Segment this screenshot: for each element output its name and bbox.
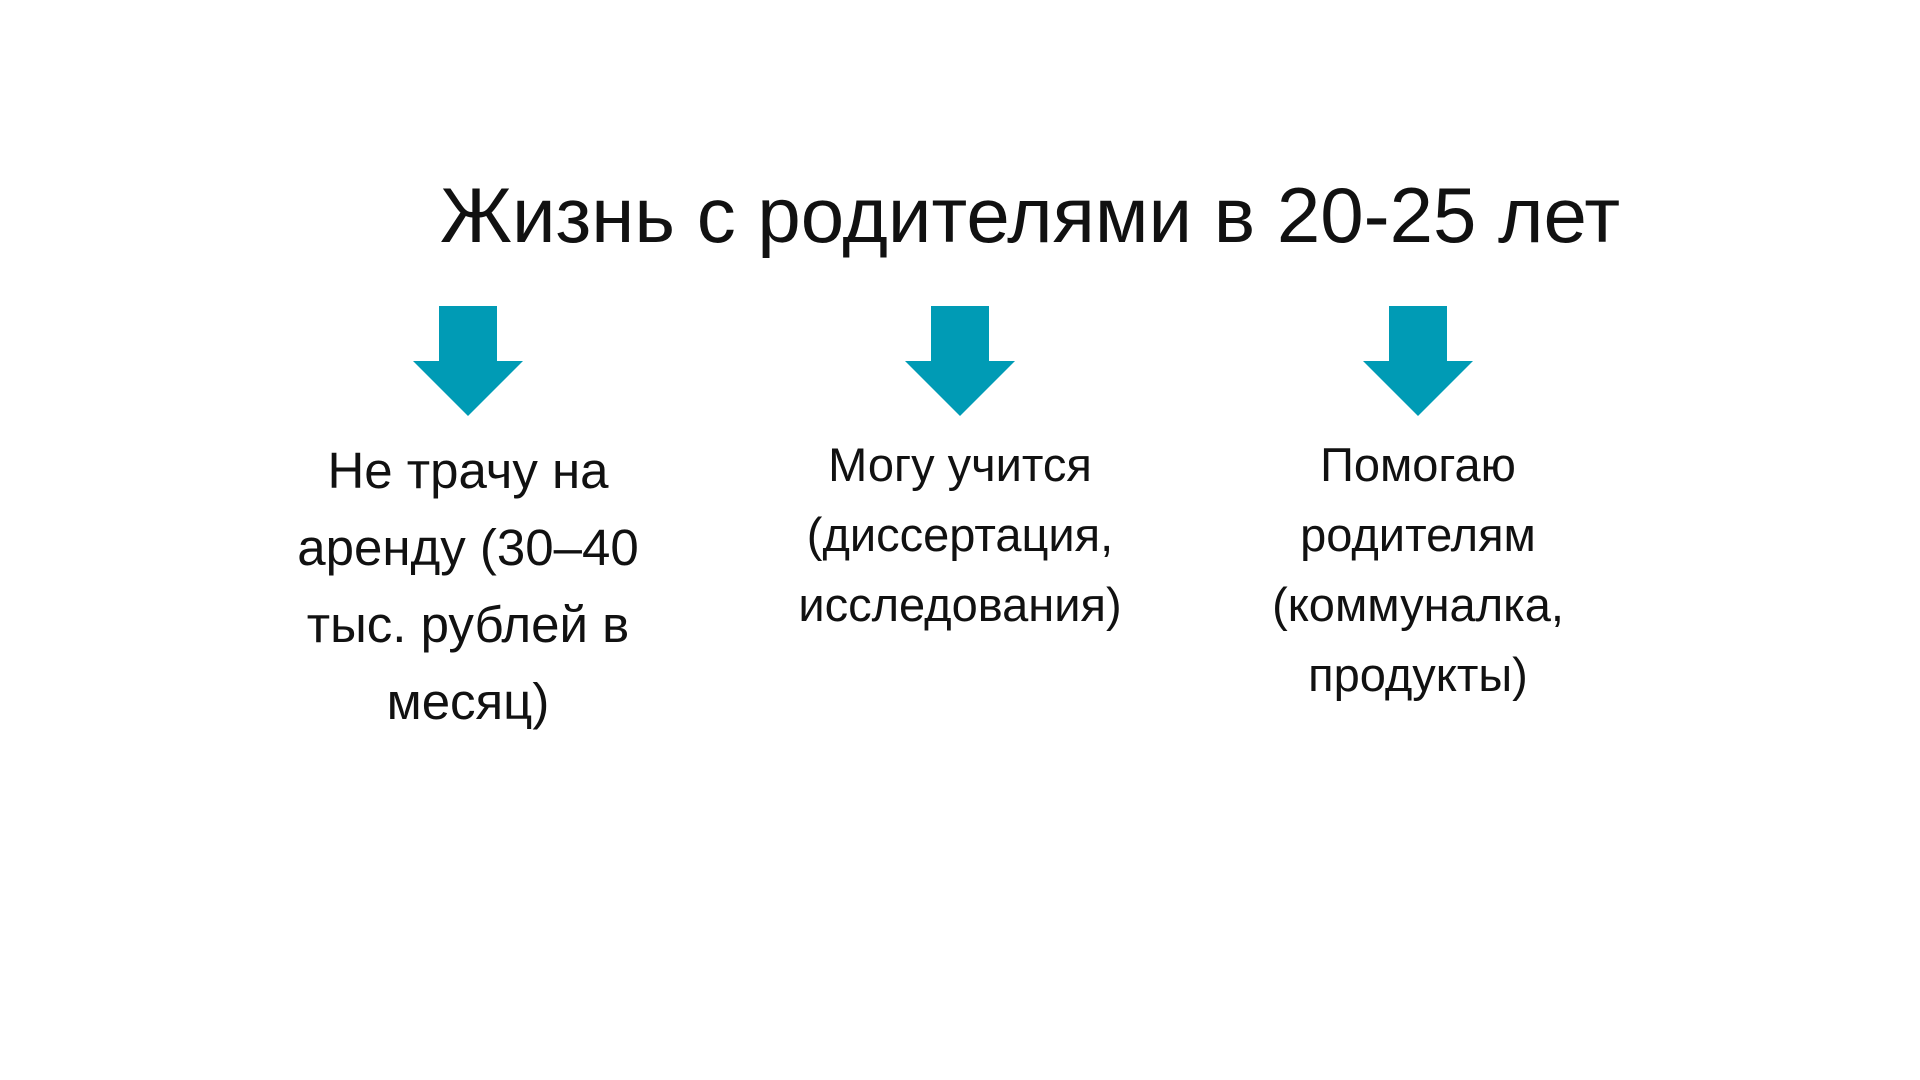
down-arrow-icon xyxy=(413,306,523,416)
text-line: тыс. рублей в xyxy=(306,596,630,653)
text-line: Могу учится xyxy=(828,438,1092,491)
text-line: Помогаю xyxy=(1320,438,1516,491)
text-line: аренду (30–40 xyxy=(297,519,639,576)
text-line: исследования) xyxy=(798,578,1122,631)
text-line: родителям xyxy=(1300,508,1536,561)
text-line: Не трачу на xyxy=(327,442,609,499)
text-line: месяц) xyxy=(386,673,550,730)
text-line: продукты) xyxy=(1308,648,1528,701)
slide-title: Жизнь с родителями в 20-25 лет xyxy=(439,171,1621,259)
down-arrow-icon xyxy=(905,306,1015,416)
text-line: (коммуналка, xyxy=(1272,578,1564,631)
benefit-help-parents: Помогаю родителям (коммуналка, продукты) xyxy=(1198,430,1638,710)
benefit-study: Могу учится (диссертация, исследования) xyxy=(740,430,1180,640)
down-arrow-icon xyxy=(1363,306,1473,416)
text-line: (диссертация, xyxy=(806,508,1114,561)
benefit-no-rent: Не трачу на аренду (30–40 тыс. рублей в … xyxy=(248,432,688,740)
